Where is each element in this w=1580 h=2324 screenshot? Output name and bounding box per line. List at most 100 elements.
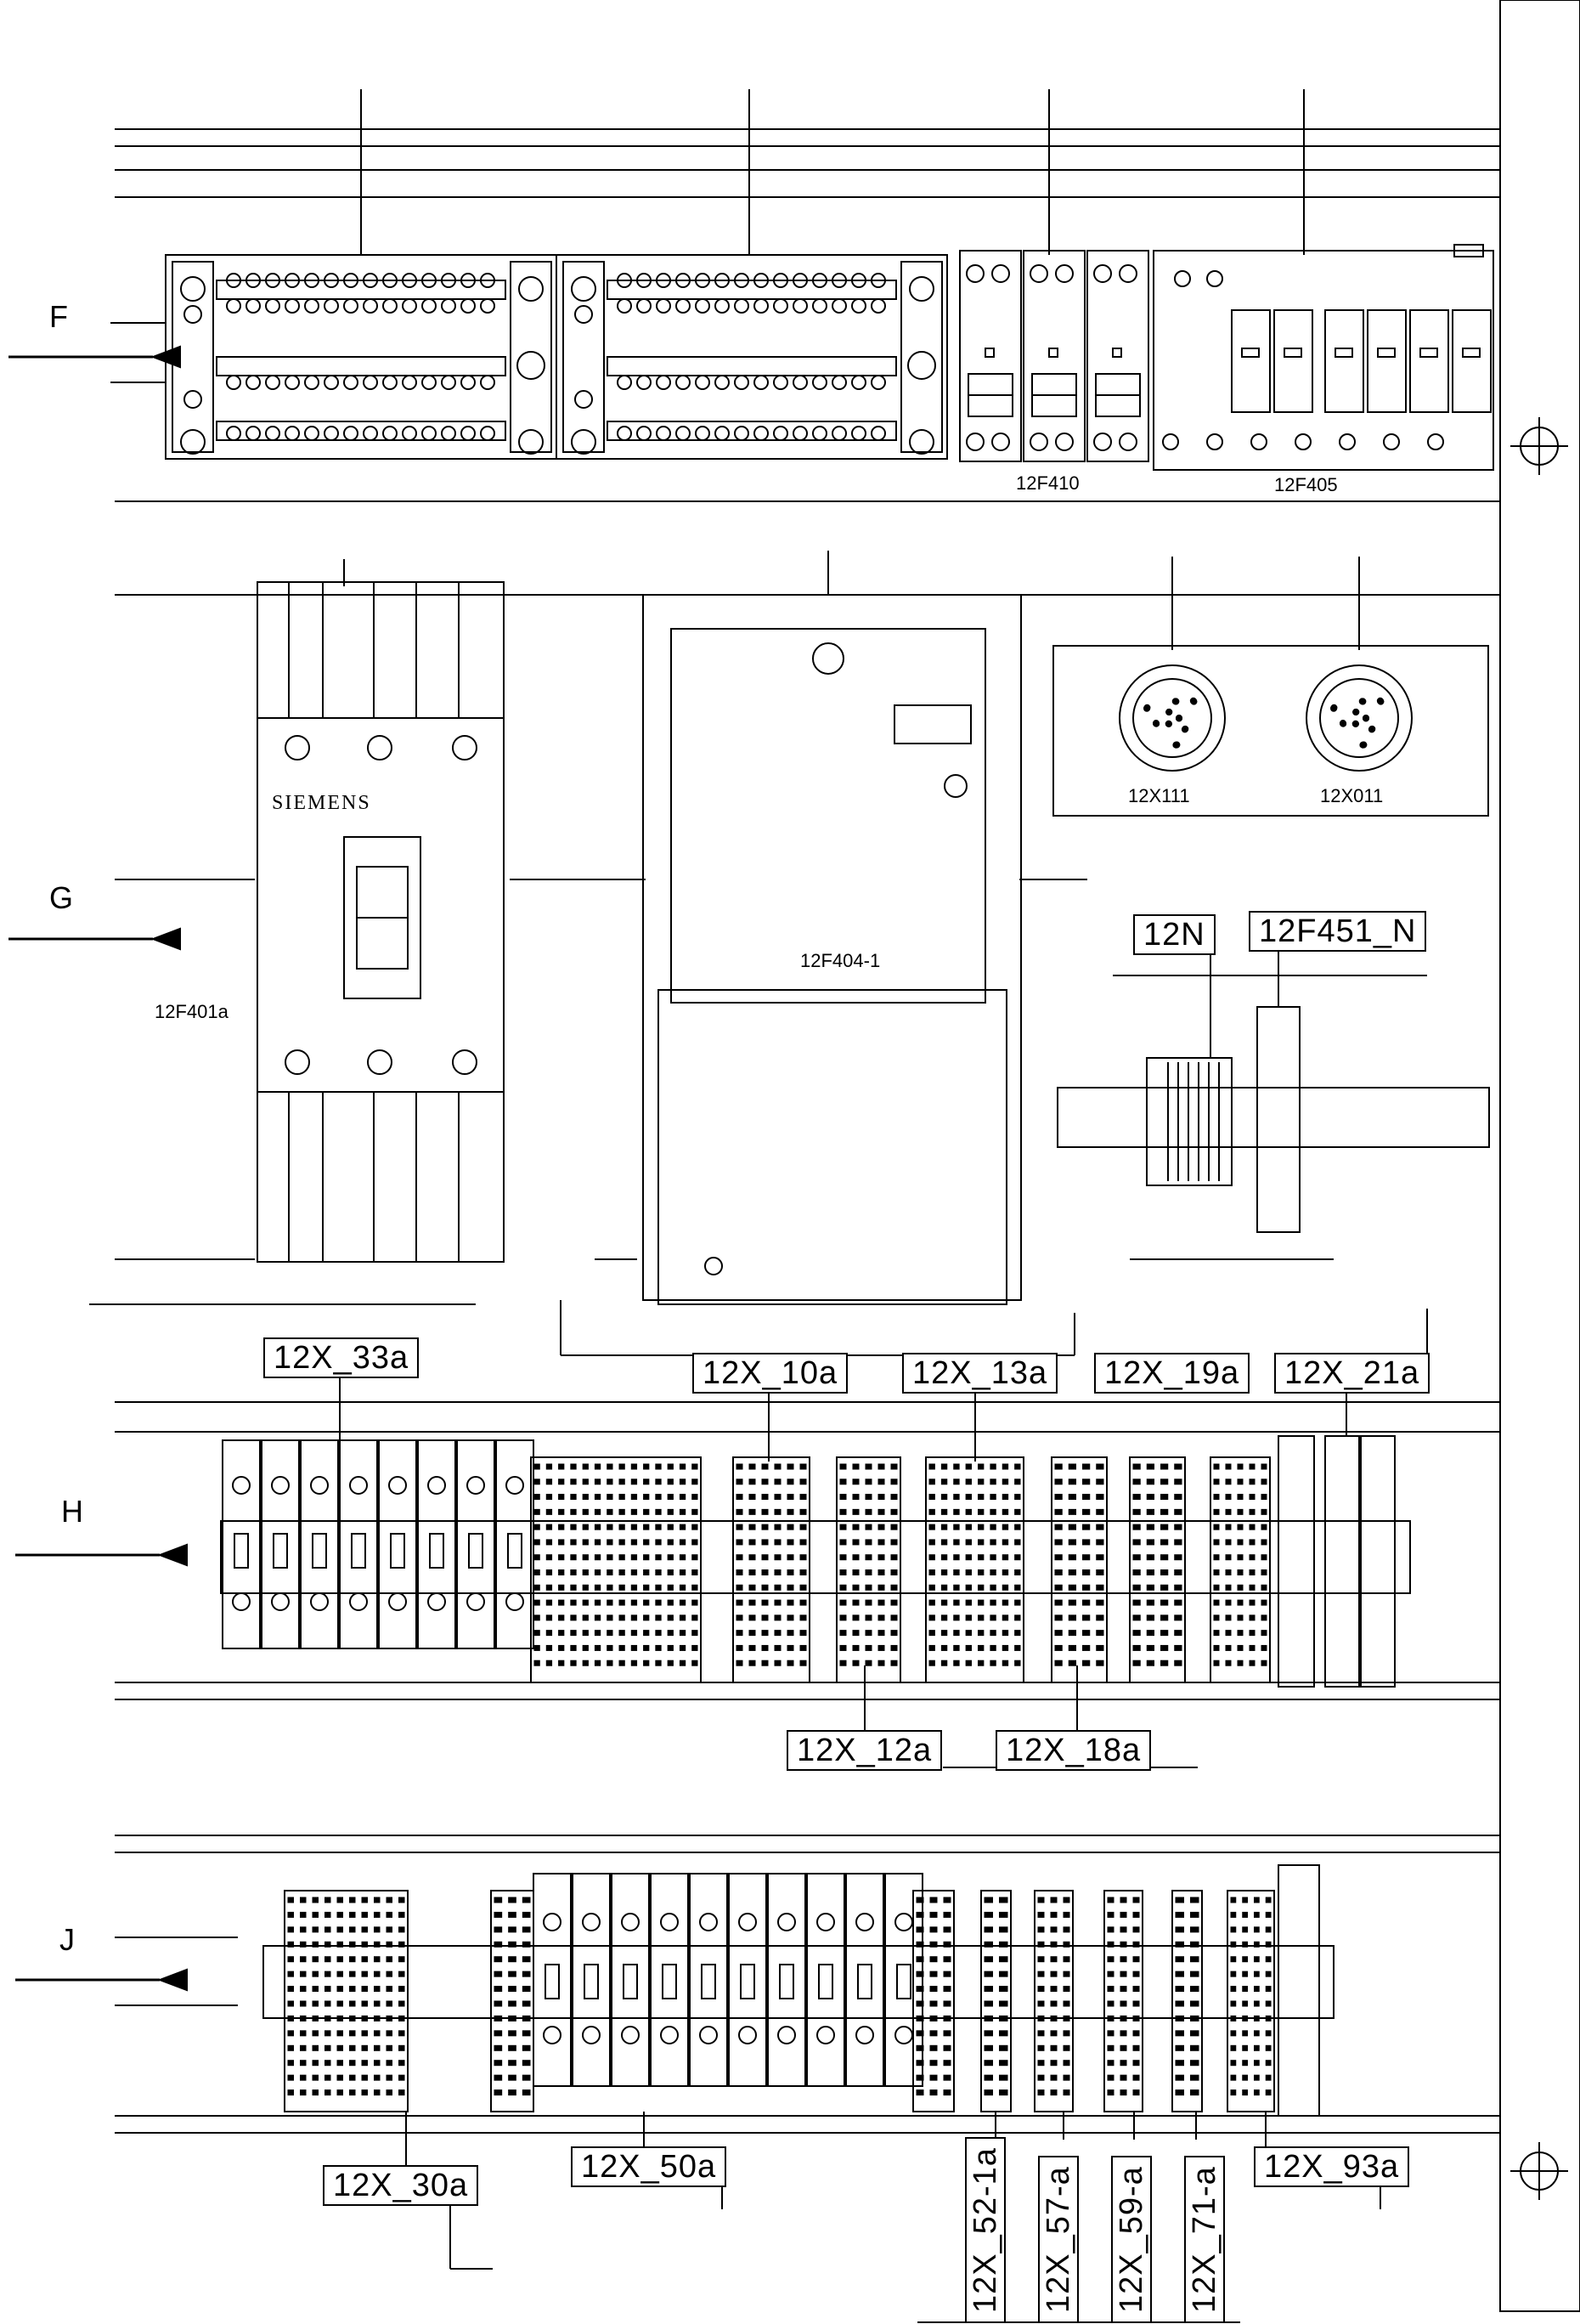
busbar-screw [832, 426, 847, 441]
terminal-cell [1054, 1554, 1063, 1561]
terminal-cell [999, 1986, 1008, 1993]
terminal-cell [1014, 1479, 1021, 1485]
terminal-cell [1132, 1508, 1141, 1515]
terminal-cell [312, 2074, 319, 2081]
terminal-cell [558, 1584, 565, 1591]
terminal-cell [508, 2044, 516, 2051]
terminal-cell [312, 2060, 319, 2067]
terminal-cell [1082, 1630, 1091, 1637]
terminal-cell [748, 1494, 756, 1501]
circle [1055, 433, 1074, 451]
terminal-cell [1037, 1956, 1045, 1963]
terminal-cell [1261, 1599, 1267, 1606]
busbar-screw [773, 273, 788, 288]
terminal-cell [774, 1599, 782, 1606]
terminal-cell [494, 1956, 503, 1963]
terminal-cell [965, 1569, 972, 1575]
terminal-label-12x-59-a: 12X_59-a [1111, 2156, 1152, 2323]
busbar-screw [617, 375, 632, 390]
terminal-cell [965, 1630, 972, 1637]
busbar-screw [226, 273, 241, 288]
terminal-cell [630, 1494, 638, 1501]
terminal-cell [1261, 1644, 1267, 1651]
terminal-cell [1249, 1508, 1256, 1515]
terminal-cell [1237, 1539, 1244, 1546]
terminal-cell [386, 1971, 392, 1977]
terminal-cell [1037, 1926, 1045, 1933]
terminal-cell [1174, 1554, 1182, 1561]
terminal-cell [1225, 1660, 1232, 1666]
terminal-cell [1063, 1926, 1070, 1933]
terminal-cell [386, 2074, 392, 2081]
terminal-cell [999, 2074, 1008, 2081]
terminal-cell [1175, 1986, 1184, 1993]
terminal-cell [386, 2089, 392, 2096]
terminal-label-12x-33a: 12X_33a [263, 1337, 420, 1378]
terminal-cell [1175, 1971, 1184, 1977]
terminal-cell [533, 1524, 540, 1530]
terminal-cell [984, 1926, 993, 1933]
terminal-cell [558, 1660, 565, 1666]
terminal-cell [799, 1479, 807, 1485]
rect [607, 356, 897, 376]
busbar-screw [636, 298, 652, 314]
terminal-cell [890, 1584, 898, 1591]
terminal-cell [999, 2030, 1008, 2037]
terminal-cell [839, 1479, 847, 1485]
terminal-cell [630, 1630, 638, 1637]
terminal-cell [1265, 1986, 1272, 1993]
busbar-screw [421, 273, 437, 288]
terminal-cell [533, 1569, 540, 1575]
terminal-cell [508, 1926, 516, 1933]
circle [518, 429, 544, 455]
terminal-cell [999, 2060, 1008, 2067]
terminal-cell [761, 1660, 769, 1666]
terminal-cell [1068, 1508, 1076, 1515]
terminal-cell [679, 1554, 686, 1561]
terminal-cell [1237, 1614, 1244, 1621]
terminal-block-12x-12a [836, 1456, 901, 1683]
pin [1143, 704, 1151, 711]
circle [944, 774, 968, 798]
terminal-cell [312, 1926, 319, 1933]
terminal-cell [655, 1524, 662, 1530]
busbar-screw [343, 273, 358, 288]
terminal-cell [1242, 2030, 1248, 2037]
terminal-cell [582, 1463, 589, 1470]
terminal-cell [374, 1971, 381, 1977]
terminal-cell [691, 1494, 698, 1501]
terminal-cell [1107, 2089, 1114, 2096]
terminal-cell [1002, 1660, 1009, 1666]
terminal-cell [324, 2015, 331, 2021]
terminal-cell [748, 1660, 756, 1666]
terminal-cell [799, 1494, 807, 1501]
terminal-cell [312, 2044, 319, 2051]
terminal-cell [679, 1614, 686, 1621]
terminal-cell [361, 2074, 368, 2081]
terminal-cell [799, 1599, 807, 1606]
fuse-terminal [572, 1873, 611, 2087]
terminal-cell [300, 1926, 307, 1933]
terminal-cell [865, 1479, 872, 1485]
terminal-cell [839, 1539, 847, 1546]
terminal-cell [1190, 2074, 1199, 2081]
terminal-cell [558, 1494, 565, 1501]
terminal-cell [990, 1630, 996, 1637]
terminal-cell [1054, 1508, 1063, 1515]
terminal-cell [916, 1956, 924, 1963]
terminal-cell [940, 1554, 948, 1561]
terminal-cell [852, 1599, 860, 1606]
terminal-cell [287, 2000, 294, 2007]
terminal-cell [1242, 2044, 1248, 2051]
busbar-screw [812, 273, 827, 288]
terminal-cell [1082, 1644, 1091, 1651]
terminal-cell [594, 1614, 601, 1621]
circle [582, 2026, 601, 2044]
terminal-cell [1261, 1614, 1267, 1621]
terminal-cell [312, 2015, 319, 2021]
terminal-cell [533, 1494, 540, 1501]
terminal-cell [1242, 1971, 1248, 1977]
terminal-cell [990, 1599, 996, 1606]
terminal-cell [943, 1986, 951, 1993]
terminal-cell [1068, 1660, 1076, 1666]
